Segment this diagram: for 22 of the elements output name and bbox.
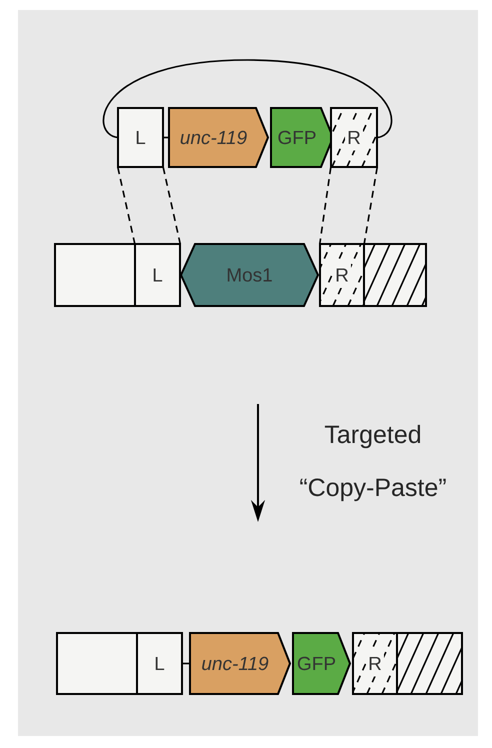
dashed-line xyxy=(162,167,181,244)
element-box: R xyxy=(330,107,378,168)
connector-line xyxy=(182,662,190,664)
element-box: R xyxy=(319,243,365,307)
element-box: L xyxy=(136,632,183,695)
step-label: Targeted “Copy-Paste” xyxy=(300,424,446,502)
gene-block: unc-119 xyxy=(168,107,270,168)
connector-line xyxy=(163,136,169,138)
element-box: L xyxy=(134,243,181,307)
dashed-line xyxy=(319,167,332,244)
gene-block: GFP xyxy=(270,107,334,168)
dashed-line xyxy=(117,167,136,244)
flank-box xyxy=(363,243,427,307)
flank-box xyxy=(54,243,136,307)
gene-block: GFP xyxy=(292,632,352,695)
flank-box xyxy=(396,632,463,695)
element-box: R xyxy=(352,632,398,695)
flank-box xyxy=(56,632,138,695)
gene-block: unc-119 xyxy=(189,632,292,695)
element-box: L xyxy=(117,107,164,168)
dashed-line xyxy=(363,167,378,244)
plasmid-loop xyxy=(103,59,392,138)
